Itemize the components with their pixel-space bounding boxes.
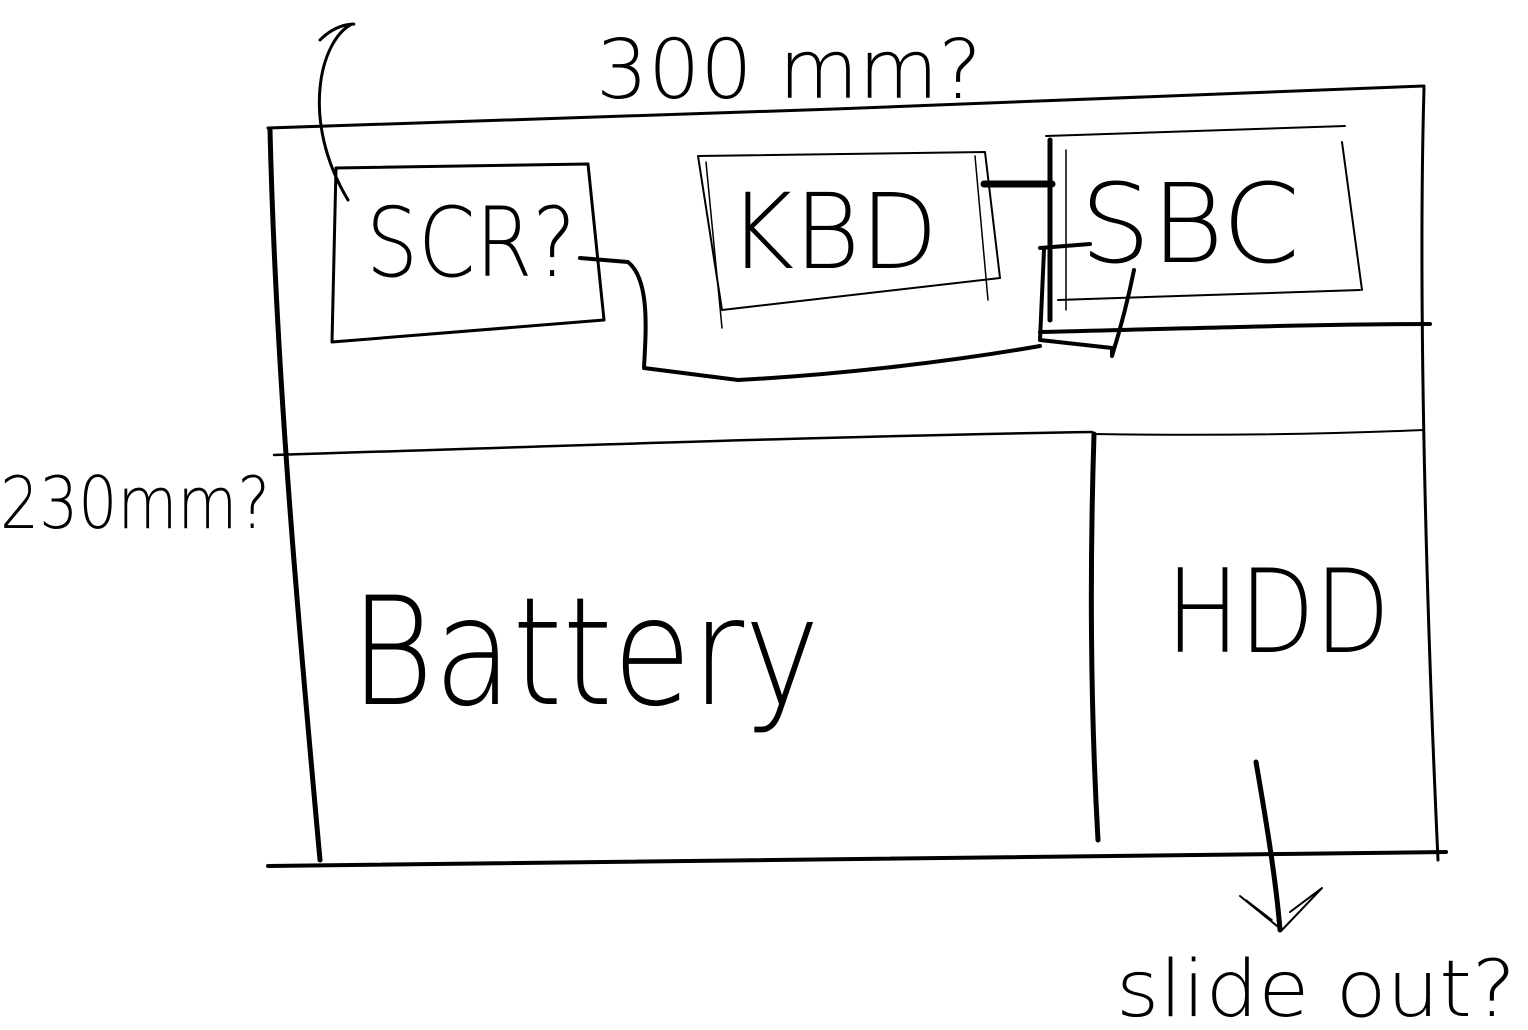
- keyboard-box-side-stroke: [705, 161, 723, 329]
- horizontal-divider-right: [1093, 429, 1425, 436]
- sbc-box-bottom: [1057, 289, 1361, 301]
- sbc-box-right: [1341, 141, 1363, 291]
- enclosure-bottom-edge: [266, 850, 1448, 868]
- sbc-cable-loop: [1038, 242, 1136, 358]
- sbc-label: SBC: [1080, 160, 1300, 288]
- connections: [317, 22, 1432, 382]
- horizontal-divider-left: [272, 430, 1094, 457]
- vertical-divider: [1088, 431, 1101, 843]
- hdd-label: HDD: [1166, 545, 1390, 680]
- slide-out-arrow-head: [1239, 887, 1323, 931]
- slide-out-arrow-shaft: [1253, 759, 1283, 933]
- battery-label: Battery: [350, 566, 820, 740]
- enclosure-right-edge: [1420, 86, 1440, 862]
- screen-cable-route: [578, 256, 1042, 382]
- screen-box-outline: [330, 162, 606, 344]
- slide-out-arrow: [1239, 759, 1323, 933]
- dimension-bracket-curve: [317, 22, 356, 202]
- keyboard-box-inner-stroke: [974, 155, 989, 301]
- keyboard-label: KBD: [728, 171, 938, 293]
- width-dimension-label: 300 mm?: [596, 23, 982, 118]
- slide-out-annotation: slide out?: [1116, 945, 1516, 1030]
- enclosure-left-edge: [267, 127, 323, 863]
- slide-out-arrow-head-inner: [1245, 899, 1273, 921]
- keyboard-box-outline: [697, 151, 1001, 311]
- enclosure-outline: [266, 84, 1448, 868]
- keyboard-box: [697, 151, 1001, 329]
- screen-box: [330, 162, 606, 344]
- internal-dividers: [272, 429, 1425, 843]
- sbc-bottom-rail: [1038, 322, 1432, 334]
- enclosure-top-edge: [266, 84, 1426, 130]
- sbc-box: [1045, 125, 1363, 311]
- height-dimension-label: 230mm?: [0, 461, 270, 545]
- screen-label: SCR?: [366, 187, 576, 299]
- sbc-box-top: [1045, 125, 1346, 137]
